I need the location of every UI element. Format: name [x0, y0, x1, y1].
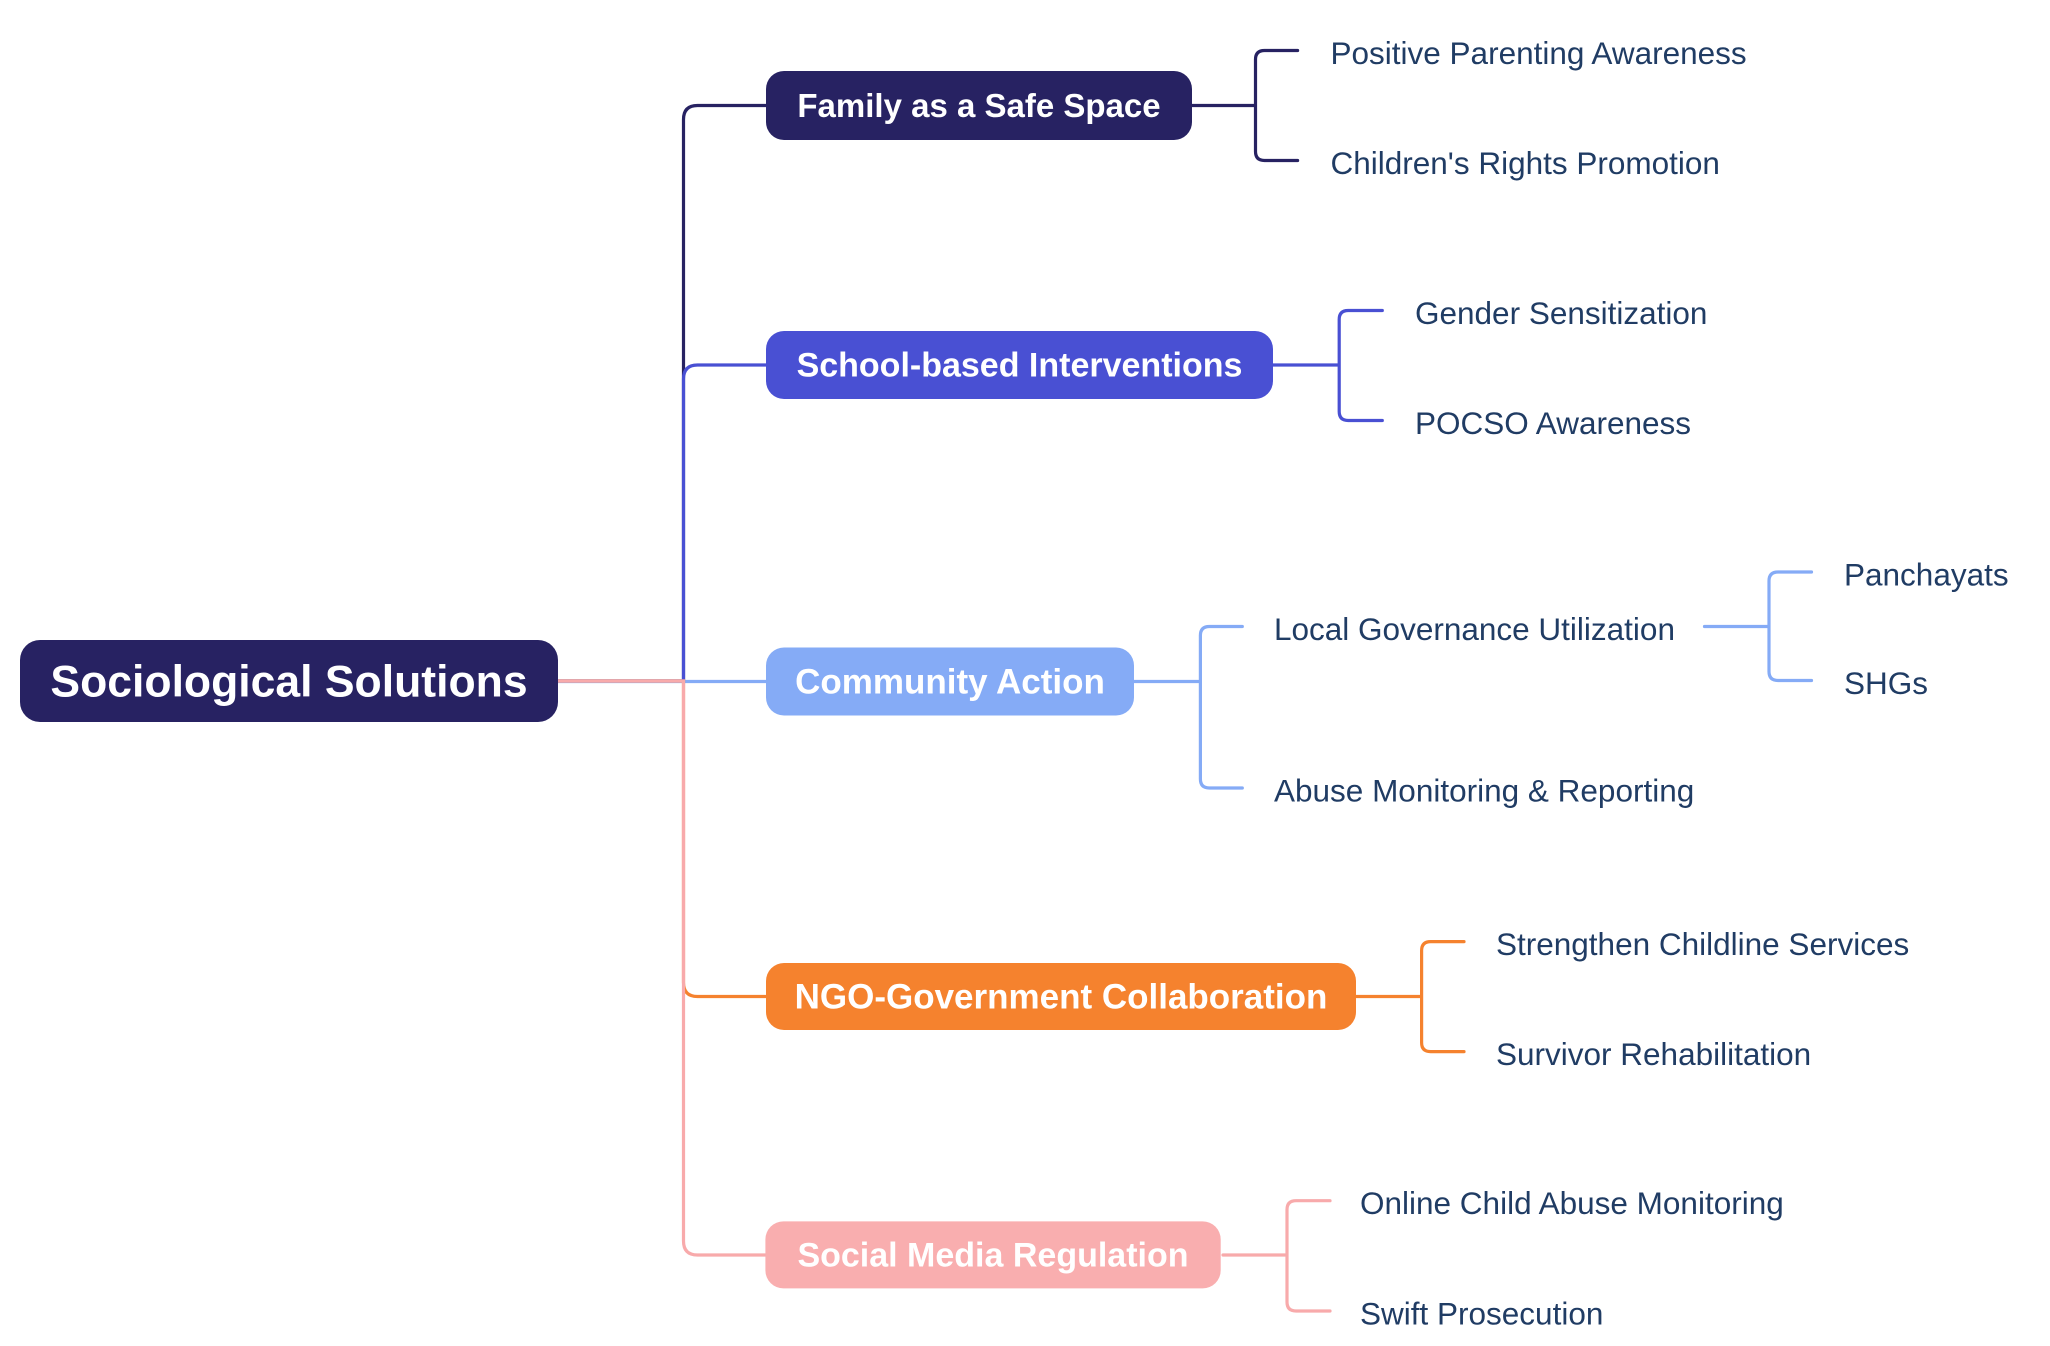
svg-text:NGO-Government Collaboration: NGO-Government Collaboration: [795, 978, 1328, 1017]
svg-text:Strengthen Childline Services: Strengthen Childline Services: [1496, 926, 1909, 962]
svg-text:SHGs: SHGs: [1844, 665, 1928, 701]
svg-text:Children's Rights Promotion: Children's Rights Promotion: [1331, 145, 1720, 181]
svg-text:Abuse Monitoring & Reporting: Abuse Monitoring & Reporting: [1274, 772, 1694, 808]
svg-text:Positive Parenting Awareness: Positive Parenting Awareness: [1331, 35, 1747, 71]
svg-text:School-based Interventions: School-based Interventions: [797, 347, 1243, 385]
svg-text:Panchayats: Panchayats: [1844, 556, 2009, 592]
svg-text:POCSO Awareness: POCSO Awareness: [1415, 405, 1691, 441]
svg-text:Online Child Abuse Monitoring: Online Child Abuse Monitoring: [1360, 1185, 1784, 1221]
svg-text:Survivor Rehabilitation: Survivor Rehabilitation: [1496, 1036, 1811, 1072]
svg-text:Social Media Regulation: Social Media Regulation: [797, 1237, 1188, 1275]
svg-text:Community Action: Community Action: [795, 663, 1105, 702]
svg-text:Swift Prosecution: Swift Prosecution: [1360, 1295, 1603, 1331]
svg-text:Family as a Safe Space: Family as a Safe Space: [797, 87, 1160, 124]
svg-text:Local Governance Utilization: Local Governance Utilization: [1274, 611, 1675, 647]
svg-text:Sociological Solutions: Sociological Solutions: [50, 657, 527, 706]
svg-text:Gender Sensitization: Gender Sensitization: [1415, 295, 1707, 331]
